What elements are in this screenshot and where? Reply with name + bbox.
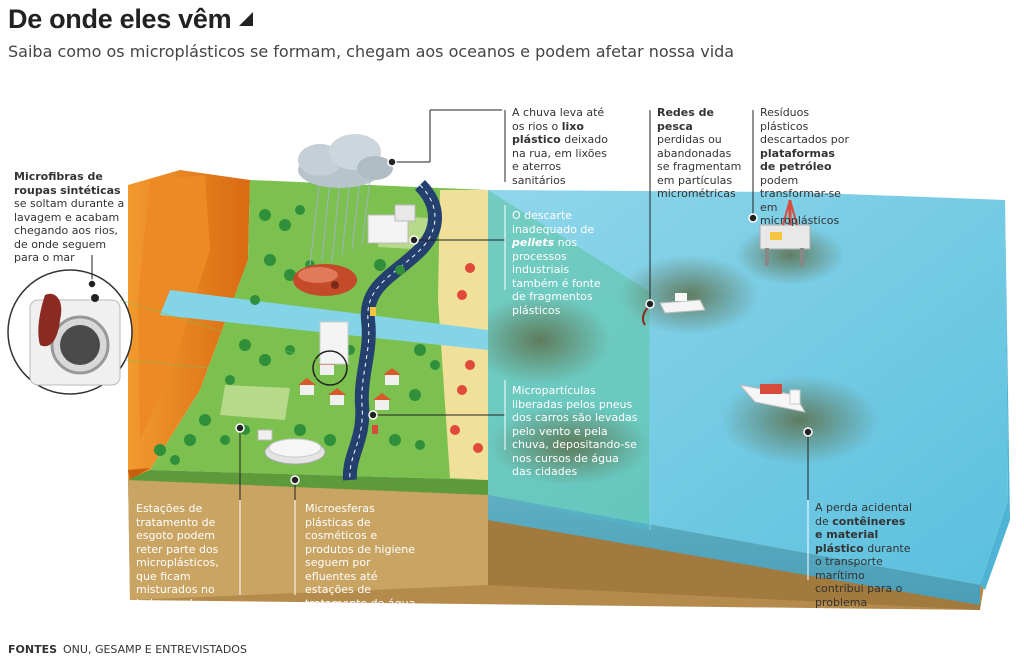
oil-platform-icon bbox=[759, 199, 811, 266]
sources-text: ONU, GESAMP E ENTREVISTADOS bbox=[63, 643, 247, 656]
pollution-slick bbox=[470, 295, 610, 385]
annotation-descarte-post: nos processos industriais também é fonte… bbox=[512, 236, 601, 317]
pollution-slick bbox=[620, 255, 760, 335]
pollution-slick bbox=[490, 405, 650, 485]
annotation-microesferas: Microesferas plásticas de cosméticos e p… bbox=[305, 502, 423, 637]
annotation-residuos: Resíduos plásticos descartados por plata… bbox=[760, 106, 852, 228]
washing-machine-icon bbox=[7, 269, 133, 395]
page-title: De onde eles vêm bbox=[8, 4, 232, 34]
annotation-estacoes-text: Estações de tratamento de esgoto podem r… bbox=[136, 502, 219, 637]
cloud-icon bbox=[298, 134, 393, 188]
annotation-microfibras-rest: se soltam durante a lavagem e acabam che… bbox=[14, 197, 125, 264]
annotation-perda: A perda acidental de contêineres e mater… bbox=[815, 501, 913, 609]
treatment-plant-icon bbox=[257, 429, 326, 465]
car-icon bbox=[370, 307, 378, 434]
page-subtitle: Saiba como os microplásticos se formam, … bbox=[8, 42, 735, 61]
annotation-microfibras-bold2: sintéticas bbox=[60, 183, 121, 197]
leader-dots bbox=[87, 157, 813, 485]
annotation-chuva: A chuva leva até os rios o lixo plástico… bbox=[512, 106, 614, 187]
annotation-perda-pre: A perda acidental de bbox=[815, 501, 912, 528]
annotation-microfibras: Microfibras de roupas sintéticas se solt… bbox=[14, 170, 134, 265]
annotation-residuos-bold: plataformas de petróleo bbox=[760, 146, 835, 174]
sources-footer: FONTES ONU, GESAMP E ENTREVISTADOS bbox=[8, 643, 247, 656]
trees bbox=[154, 205, 440, 465]
annotation-descarte: O descarte inadequado de pellets nos pro… bbox=[512, 209, 616, 317]
magnifier-marker bbox=[312, 350, 348, 386]
annotation-perda-bold: contêineres e material plástico bbox=[815, 514, 906, 555]
annotation-microparticulas: Micropartículas liberadas pelos pneus do… bbox=[512, 384, 640, 479]
annotation-chuva-bold: lixo plástico bbox=[512, 119, 584, 147]
landfill-icon bbox=[293, 264, 357, 296]
annotation-redes: Redes de pesca perdidas ou abandonadas s… bbox=[657, 106, 743, 201]
corner-triangle-icon bbox=[239, 12, 253, 26]
rain bbox=[309, 179, 371, 266]
leader-lines bbox=[91, 109, 809, 595]
annotation-microfibras-bold1: Microfibras de roupas bbox=[14, 170, 103, 197]
sources-label: FONTES bbox=[8, 643, 58, 656]
factory-icon bbox=[367, 204, 416, 244]
annotation-descarte-pre: O descarte inadequado de bbox=[512, 209, 595, 236]
houses bbox=[298, 321, 401, 410]
annotation-redes-bold: Redes de pesca bbox=[657, 106, 714, 133]
annotation-descarte-italic: pellets bbox=[512, 236, 555, 249]
annotation-perda-post: durante o transporte marítimo contribui … bbox=[815, 541, 911, 609]
annotation-residuos-pre: Resíduos plásticos descartados por bbox=[760, 106, 850, 146]
annotation-redes-rest: perdidas ou abandonadas se fragmentam em… bbox=[657, 133, 742, 200]
land-area bbox=[128, 180, 488, 495]
annotation-chuva-post: deixado na rua, em lixões e aterros sani… bbox=[512, 133, 608, 187]
annotation-residuos-post: podem transformar-se em microplásticos bbox=[760, 173, 841, 228]
cargo-ship-icon bbox=[738, 384, 806, 413]
annotation-chuva-pre: A chuva leva até os rios o bbox=[512, 106, 605, 133]
annotation-microesferas-text: Microesferas plásticas de cosméticos e p… bbox=[305, 502, 419, 637]
fishing-boat-icon bbox=[641, 293, 706, 326]
annotation-microparticulas-text: Micropartículas liberadas pelos pneus do… bbox=[512, 384, 638, 478]
annotation-estacoes: Estações de tratamento de esgoto podem r… bbox=[136, 502, 236, 637]
umbrella-icon bbox=[450, 263, 483, 453]
